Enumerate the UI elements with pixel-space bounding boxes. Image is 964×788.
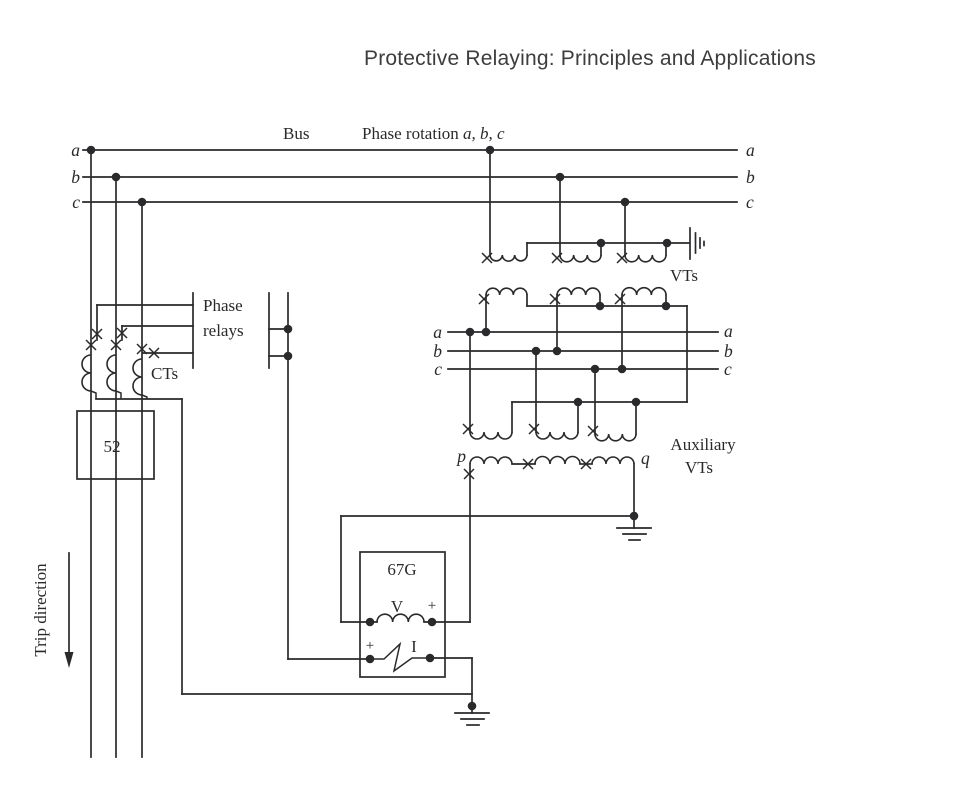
relay-label: 67G bbox=[387, 560, 416, 579]
polarity-x-icon bbox=[549, 293, 561, 305]
junction-dot bbox=[617, 364, 627, 374]
trip-arrow-icon bbox=[64, 652, 74, 668]
ct-winding-b bbox=[106, 354, 117, 392]
bus-label-c-left: c bbox=[72, 192, 80, 212]
ct-bank: CTs bbox=[81, 304, 194, 695]
secondary-label-a-right: a bbox=[724, 321, 733, 341]
phase-relays: Phase relays bbox=[192, 292, 371, 660]
ct-return-lead-a bbox=[90, 390, 97, 399]
phase-relays-label-2: relays bbox=[203, 321, 244, 340]
breaker-52: 52 bbox=[76, 410, 155, 480]
junction-dot bbox=[631, 397, 641, 407]
current-element-label: I bbox=[411, 637, 417, 656]
junction-dot bbox=[467, 701, 477, 711]
vt-bank-label: VTs bbox=[670, 266, 698, 285]
station-bus: a b c a b c Bus Phase rotation a, b, c bbox=[71, 124, 755, 212]
terminal-p-label: p bbox=[455, 446, 466, 466]
aux-vt-primary-b bbox=[535, 431, 579, 440]
secondary-label-c-right: c bbox=[724, 359, 732, 379]
vt-secondary-a bbox=[485, 287, 528, 296]
polarity-x-icon bbox=[463, 468, 475, 480]
junction-dot bbox=[661, 301, 671, 311]
bus-label-a-right: a bbox=[746, 140, 755, 160]
relay-67g: 67G V + + I bbox=[181, 551, 490, 726]
trip-direction: Trip direction bbox=[31, 552, 74, 668]
vt-secondary-c bbox=[621, 286, 667, 296]
ground-icon bbox=[689, 227, 705, 260]
phase-relays-label-1: Phase bbox=[203, 296, 243, 315]
current-polarity-mark: + bbox=[366, 638, 374, 654]
aux-vt-label-2: VTs bbox=[685, 458, 713, 477]
terminal-q-label: q bbox=[641, 448, 650, 468]
junction-dot bbox=[662, 238, 672, 248]
vt-primary-a bbox=[489, 254, 528, 262]
polarity-x-icon bbox=[614, 293, 626, 305]
aux-secondary-coil-2 bbox=[534, 455, 581, 465]
polarity-x-icon bbox=[478, 293, 490, 305]
ct-return-lead-b bbox=[115, 390, 122, 399]
voltage-element-label: V bbox=[391, 597, 404, 616]
ground-icon bbox=[616, 515, 652, 541]
secondary-label-a-left: a bbox=[433, 322, 442, 342]
ct-bank-label: CTs bbox=[151, 364, 178, 383]
bus-label-a-left: a bbox=[71, 140, 80, 160]
ground-icon bbox=[454, 706, 490, 726]
bus-title: Bus bbox=[283, 124, 309, 143]
breaker-box bbox=[76, 410, 155, 480]
vt-primary-b bbox=[559, 254, 602, 263]
phase-rotation-prefix: Phase rotation bbox=[362, 124, 463, 143]
polarity-x-icon bbox=[528, 423, 540, 435]
vt-primary-c bbox=[624, 254, 667, 263]
aux-vt-label-1: Auxiliary bbox=[670, 435, 736, 454]
vt-secondary-b bbox=[556, 287, 601, 296]
voltage-coil bbox=[376, 613, 425, 623]
junction-dot bbox=[573, 397, 583, 407]
aux-vt-primary-c bbox=[594, 433, 637, 442]
current-coil bbox=[370, 641, 430, 673]
secondary-label-b-right: b bbox=[724, 341, 733, 361]
junction-dot bbox=[365, 654, 375, 664]
aux-vt-primary-a bbox=[469, 431, 513, 440]
vt-bank: VTs bbox=[478, 149, 705, 403]
polarity-x-icon bbox=[462, 423, 474, 435]
breaker-label: 52 bbox=[104, 437, 121, 456]
aux-secondary-coil-3 bbox=[591, 456, 635, 465]
voltage-polarity-mark: + bbox=[428, 598, 436, 614]
junction-dot bbox=[365, 617, 375, 627]
junction-dot bbox=[552, 346, 562, 356]
phase-rotation-phases: a, b, c bbox=[463, 124, 505, 143]
bus-label-c-right: c bbox=[746, 192, 754, 212]
junction-dot bbox=[596, 238, 606, 248]
vt-secondary-bus: a b c a b c bbox=[433, 321, 733, 379]
junction-dot bbox=[595, 301, 605, 311]
aux-secondary-coil-1 bbox=[469, 456, 513, 465]
bus-label-b-left: b bbox=[71, 167, 80, 187]
trip-direction-label: Trip direction bbox=[31, 563, 50, 657]
ct-winding-a bbox=[81, 354, 92, 392]
aux-vt-bank: p q Auxiliary VTs bbox=[340, 331, 736, 623]
page-title: Protective Relaying: Principles and Appl… bbox=[364, 47, 816, 70]
ct-winding-c bbox=[132, 358, 143, 396]
secondary-label-b-left: b bbox=[433, 341, 442, 361]
junction-dot bbox=[481, 327, 491, 337]
bus-label-b-right: b bbox=[746, 167, 755, 187]
phase-rotation-label: Phase rotation a, b, c bbox=[362, 124, 505, 143]
secondary-label-c-left: c bbox=[434, 359, 442, 379]
polarity-x-icon bbox=[587, 425, 599, 437]
junction-dot bbox=[427, 617, 437, 627]
relay-box bbox=[359, 551, 446, 678]
